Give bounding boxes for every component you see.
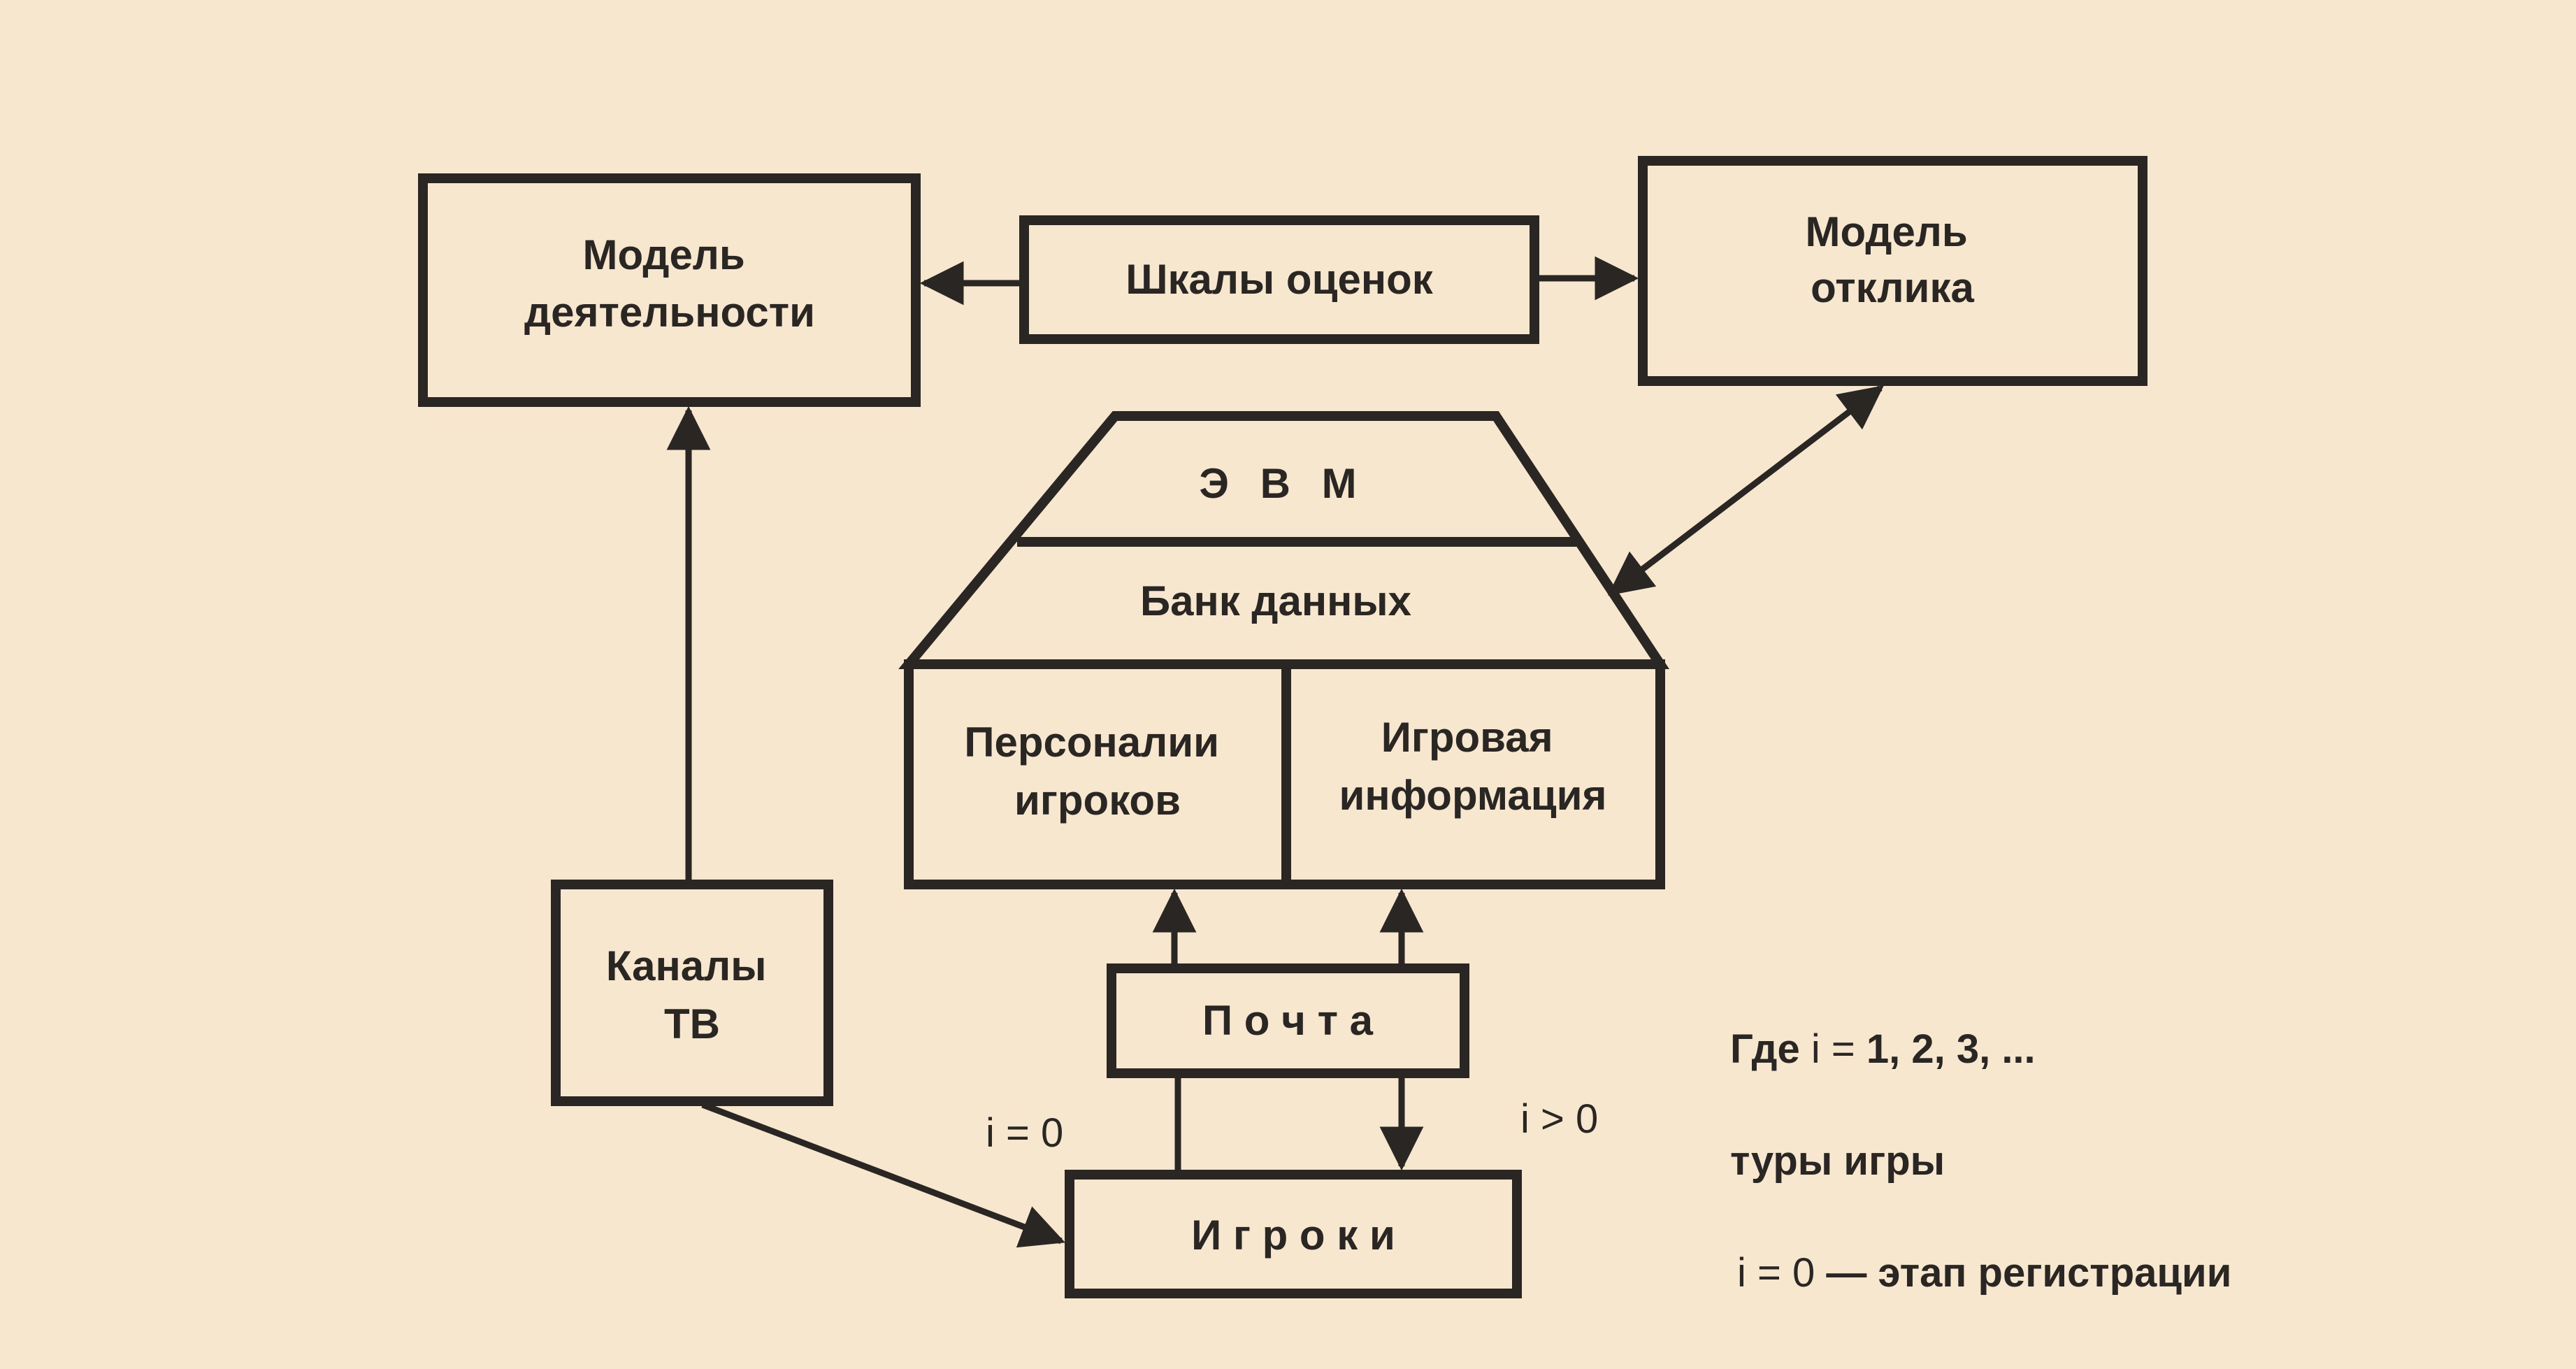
edge-label-i-gt-zero: i > 0 xyxy=(1520,1096,1598,1142)
tv-channels-box xyxy=(551,880,833,1106)
response-model-box xyxy=(1638,156,2147,386)
players-box xyxy=(1065,1170,1522,1298)
computer-label: Э В М xyxy=(1199,460,1366,507)
tv-channels-label: Каналы ТВ xyxy=(606,942,778,1047)
activity-model-box xyxy=(418,173,921,407)
mail-box xyxy=(1107,963,1469,1078)
game-info-label: Игровая информация xyxy=(1339,714,1606,819)
legend-line-3: i = 0 — этап регистрации xyxy=(1737,1250,2231,1296)
arrow-tv-to-players xyxy=(701,1101,1065,1248)
legend-line-1: Где i = 1, 2, 3, ... xyxy=(1730,1026,2036,1072)
legend-line-2: туры игры xyxy=(1730,1138,1945,1184)
players-label: И г р о к и xyxy=(1191,1212,1395,1259)
activity-model-label: Модель деятельности xyxy=(524,231,815,336)
edge-label-i-zero: i = 0 xyxy=(986,1110,1063,1156)
rating-scales-label: Шкалы оценок xyxy=(1125,256,1434,303)
data-bank-label: Банк данных xyxy=(1140,578,1411,624)
mail-label: П о ч т а xyxy=(1202,997,1374,1044)
player-personal-label: Персоналии игроков xyxy=(964,719,1230,824)
arrow-response-computer xyxy=(1607,385,1885,596)
response-model-label: Модель отклика xyxy=(1806,208,1980,311)
